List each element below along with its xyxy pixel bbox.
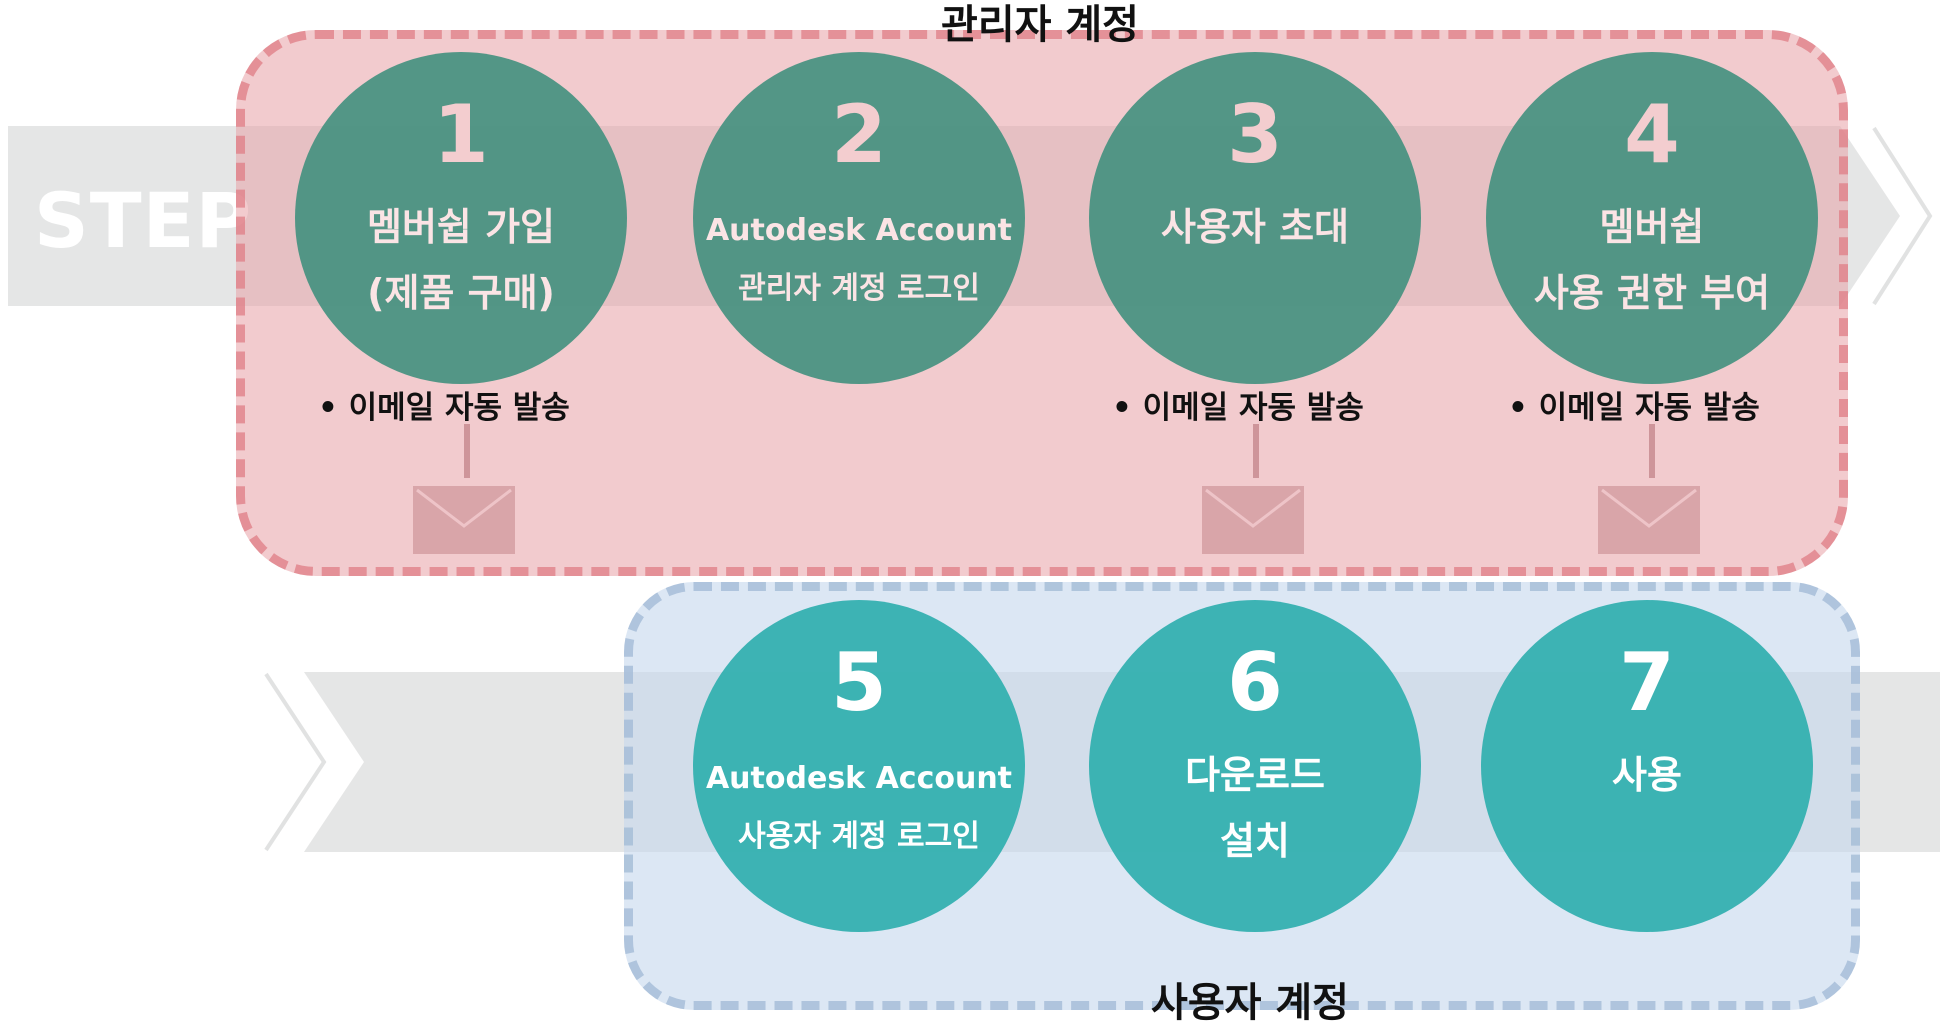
step-1-circle: 1 멤버쉽 가입 (제품 구매) (295, 52, 627, 384)
step-label-line: 사용 (1612, 753, 1682, 797)
step-label: STEP (34, 176, 253, 265)
step-number: 7 (1619, 636, 1675, 729)
step-label-line: 사용자 초대 (1160, 205, 1350, 249)
step-label-line: (제품 구매) (367, 271, 555, 315)
step-4-circle: 4 멤버쉽 사용 권한 부여 (1486, 52, 1818, 384)
step-6-circle: 6 다운로드 설치 (1089, 600, 1421, 932)
step-label-line: 설치 (1220, 819, 1290, 863)
step-label-line: 사용 권한 부여 (1533, 271, 1771, 315)
step-4-connector (1649, 424, 1655, 478)
step-number: 4 (1624, 88, 1680, 181)
step-number: 2 (831, 88, 887, 181)
step-2-circle: 2 Autodesk Account 관리자 계정 로그인 (693, 52, 1025, 384)
step-3-connector (1253, 424, 1259, 478)
step-1-connector (464, 424, 470, 478)
step-3-circle: 3 사용자 초대 (1089, 52, 1421, 384)
bottom-band-tail-chevron (300, 672, 362, 852)
step-number: 5 (831, 636, 887, 729)
step-5-circle: 5 Autodesk Account 사용자 계정 로그인 (693, 600, 1025, 932)
step-label-line: 멤버쉽 가입 (366, 205, 556, 249)
step-1-note: • 이메일 자동 발송 (318, 390, 570, 426)
step-4-note: • 이메일 자동 발송 (1508, 390, 1760, 426)
step-label-line: 멤버쉽 (1599, 205, 1705, 249)
step-label-line: 다운로드 (1185, 753, 1325, 797)
top-band-chevron-icon (1872, 126, 1933, 306)
step-label-line: Autodesk Account (705, 213, 1013, 248)
bottom-band-chevron-icon (264, 672, 327, 852)
step-label-line: 사용자 계정 로그인 (738, 819, 980, 854)
user-group-title: 사용자 계정 (1151, 980, 1349, 1026)
admin-group-title: 관리자 계정 (941, 2, 1139, 48)
step-number: 1 (433, 88, 489, 181)
step-number: 3 (1227, 88, 1283, 181)
top-band-arrowhead (1840, 126, 1900, 306)
step-3-mail-icon (1202, 486, 1304, 554)
step-label-line: 관리자 계정 로그인 (738, 271, 980, 306)
step-4-mail-icon (1598, 486, 1700, 554)
step-3-note: • 이메일 자동 발송 (1112, 390, 1364, 426)
step-7-circle: 7 사용 (1481, 600, 1813, 932)
step-1-mail-icon (413, 486, 515, 554)
step-number: 6 (1227, 636, 1283, 729)
step-label-line: Autodesk Account (705, 761, 1013, 796)
